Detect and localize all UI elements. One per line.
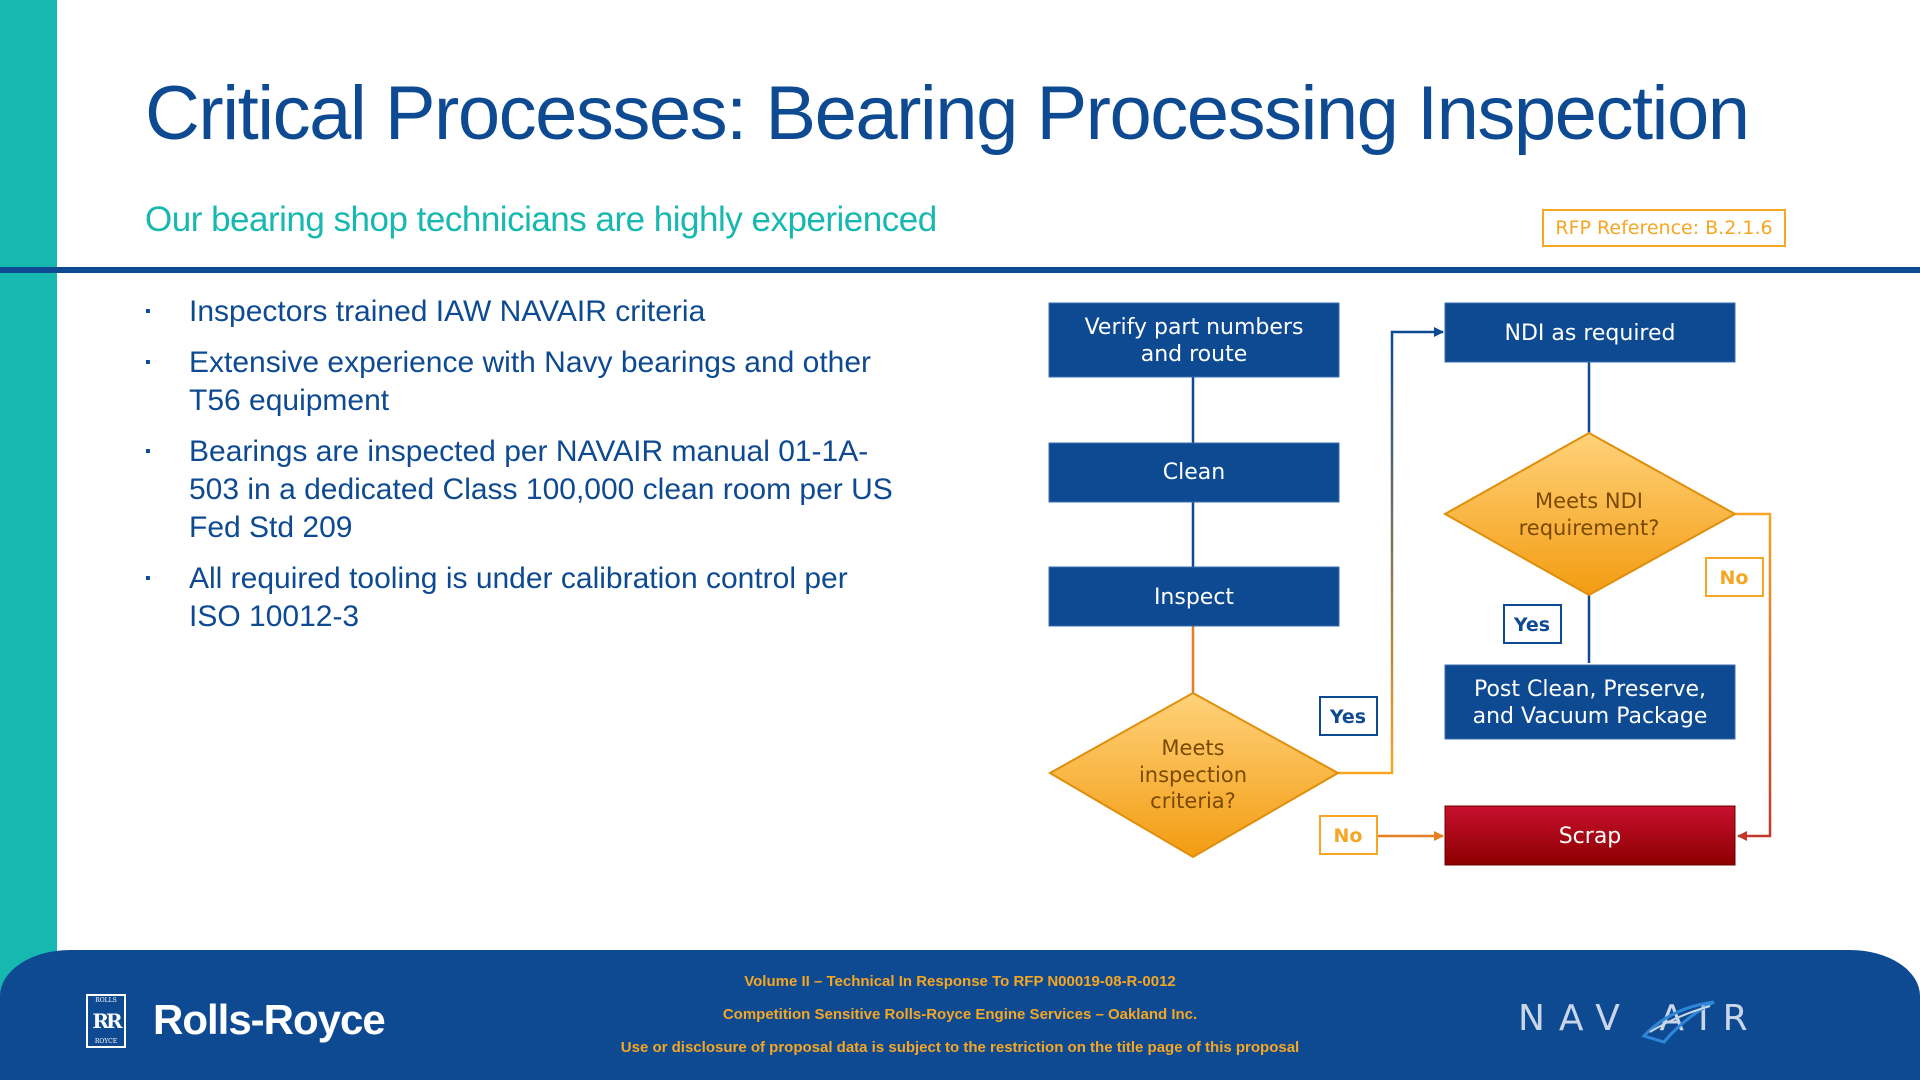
bullet-marker: ▪ [145,570,151,587]
rolls-royce-badge-logo: ROLLS RR ROYCE [86,994,126,1048]
connector-ndi-no-scrap [1735,512,1772,841]
bullet-item: ▪ Bearings are inspected per NAVAIR manua… [145,433,905,547]
navair-swoosh-icon [1641,1000,1715,1044]
bullet-text: All required tooling is under calibratio… [189,562,848,633]
label-yes-inspection: Yes [1319,696,1378,736]
page-subtitle: Our bearing shop technicians are highly … [145,200,937,239]
bullet-item: ▪ All required tooling is under calibrati… [145,560,905,636]
footer-line-2: Competition Sensitive Rolls-Royce Engine… [722,1006,1198,1023]
step-post-clean: Post Clean, Preserve, and Vacuum Package [1444,664,1736,740]
svg-text:No: No [1720,567,1749,589]
page-title: Critical Processes: Bearing Processing I… [145,71,1750,156]
decision-ndi-line1: Meets NDI [1535,489,1643,513]
label-no-inspection: No [1319,815,1378,855]
bullet-marker: ▪ [145,354,151,371]
step-scrap: Scrap [1444,805,1736,866]
svg-text:Yes: Yes [1329,706,1366,728]
header-divider [0,267,1920,273]
decision-ndi-line2: requirement? [1519,516,1660,540]
step-post-clean-line2: and Vacuum Package [1473,704,1708,729]
bullet-text: Inspectors trained IAW NAVAIR criteria [189,295,706,328]
rolls-royce-wordmark: Rolls-Royce [153,996,386,1043]
decision-inspection-line3: criteria? [1150,789,1236,813]
bullet-text: Extensive experience with Navy bearings … [189,346,872,417]
flowchart: Verify part numbers and route Clean Insp… [1047,302,1772,866]
step-clean-label: Clean [1163,460,1225,485]
bullet-item: ▪ Inspectors trained IAW NAVAIR criteria [145,293,905,331]
rr-badge-bottom: ROYCE [94,1038,118,1045]
decision-inspection-line1: Meets [1161,736,1224,760]
footer-band [0,950,1920,1080]
rr-badge-monogram: RR [92,1009,122,1033]
bullet-text: Bearings are inspected per NAVAIR manual… [189,435,893,544]
label-no-ndi: No [1705,557,1764,597]
bullet-marker: ▪ [145,443,151,460]
bullet-list: ▪Inspectors trained IAW NAVAIR criteria … [145,293,905,649]
svg-text:Yes: Yes [1513,614,1550,636]
rfp-reference-badge: RFP Reference: B.2.1.6 [1542,209,1786,247]
svg-text:No: No [1334,825,1363,847]
step-clean: Clean [1048,442,1340,503]
rr-badge-top: ROLLS [95,997,117,1004]
step-verify-part-numbers: Verify part numbers and route [1048,302,1340,378]
step-inspect-label: Inspect [1154,585,1234,610]
decision-meets-ndi: Meets NDI requirement? [1442,431,1738,597]
decision-inspection-line2: inspection [1139,763,1247,787]
step-ndi-label: NDI as required [1505,321,1676,346]
step-verify-line1: Verify part numbers [1085,315,1304,340]
left-accent-bar [0,0,57,1080]
footer-line-1: Volume II – Technical In Response To RFP… [744,973,1176,990]
decision-meets-inspection: Meets inspection criteria? [1047,691,1341,859]
step-scrap-label: Scrap [1559,824,1622,849]
label-yes-ndi: Yes [1503,604,1562,644]
connector-yes-to-ndi [1338,327,1444,775]
footer-line-3: Use or disclosure of proposal data is su… [620,1039,1300,1056]
step-ndi: NDI as required [1444,302,1736,363]
bullet-marker: ▪ [145,303,151,320]
bullet-item: ▪ Extensive experience with Navy bearings… [145,344,905,420]
step-inspect: Inspect [1048,566,1340,627]
step-verify-line2: and route [1141,342,1248,367]
step-post-clean-line1: Post Clean, Preserve, [1474,677,1706,702]
